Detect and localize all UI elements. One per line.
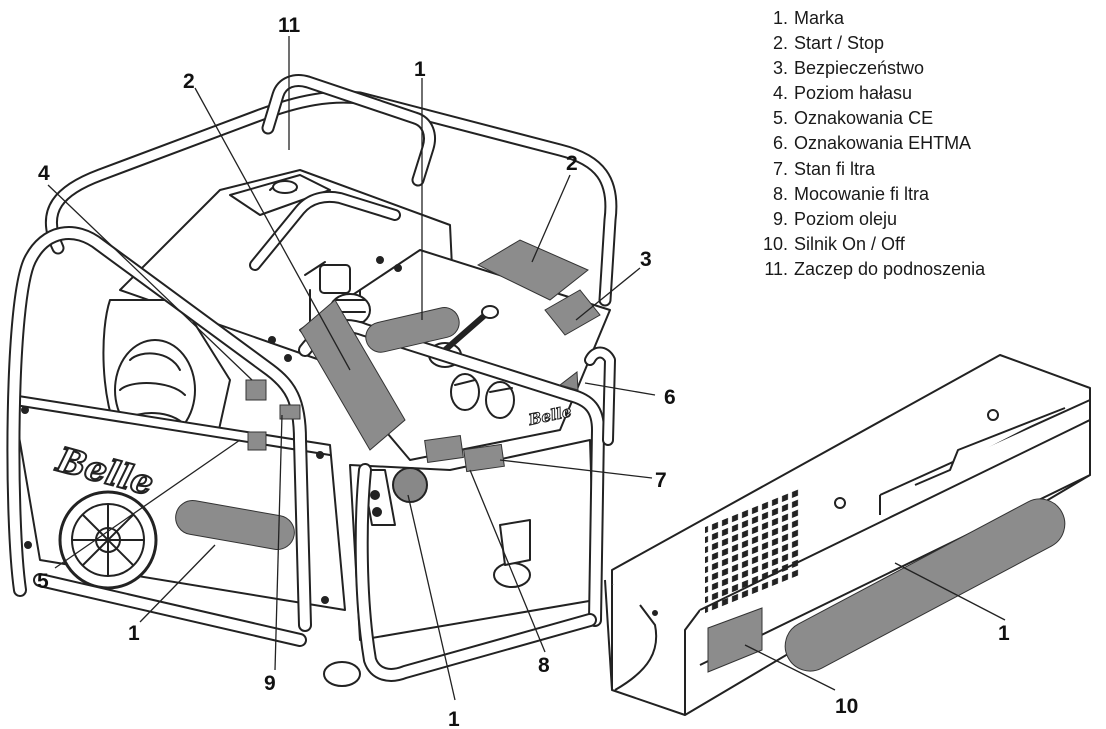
legend-item: 3.Bezpieczeństwo bbox=[772, 58, 925, 79]
callout-11: 11 bbox=[278, 14, 301, 37]
leader-lines bbox=[47, 36, 1006, 701]
ce-label-patch bbox=[247, 431, 267, 451]
legend-item: 5.Oznakowania CE bbox=[772, 108, 934, 129]
legend-item: 10.Silnik On / Off bbox=[762, 233, 905, 254]
label-patches bbox=[175, 239, 601, 550]
legend-item: 7.Stan fi ltra bbox=[772, 158, 876, 179]
callout-4: 4 bbox=[38, 162, 50, 185]
start-stop-label-patch-2 bbox=[476, 239, 589, 301]
callout-8: 8 bbox=[538, 654, 550, 677]
callout-5: 5 bbox=[37, 570, 49, 593]
brand-label-patch-frame bbox=[175, 500, 295, 550]
callout-6: 6 bbox=[664, 386, 676, 409]
engine-cover-patches bbox=[707, 498, 1066, 673]
callout-3: 3 bbox=[640, 248, 652, 271]
callout-numbers: 11 2 1 4 2 3 6 7 5 1 9 8 1 1 10 bbox=[37, 14, 1010, 729]
callout-1-bottom: 1 bbox=[448, 708, 460, 729]
callout-2-top: 2 bbox=[183, 70, 195, 93]
callout-9: 9 bbox=[264, 672, 276, 695]
start-stop-label-patch bbox=[299, 299, 406, 451]
engine-onoff-label-patch bbox=[707, 607, 763, 673]
ehtma-label-patch bbox=[558, 371, 579, 391]
legend-item: 9.Poziom oleju bbox=[772, 208, 898, 229]
engine-cover-illustration bbox=[604, 354, 1091, 716]
legend-item: 6.Oznakowania EHTMA bbox=[772, 133, 972, 154]
legend-item: 11.Zaczep do podnoszenia bbox=[764, 258, 986, 279]
cooling-grille bbox=[705, 486, 800, 614]
legend-item: 8.Mocowanie fi ltra bbox=[772, 183, 930, 204]
oil-level-label-patch bbox=[279, 404, 301, 420]
callout-2-right: 2 bbox=[566, 152, 578, 175]
noise-label-patch bbox=[245, 379, 267, 401]
filter-mount-label-patch bbox=[424, 435, 464, 463]
parts-legend: 1.Marka 2.Start / Stop 3.Bezpieczeństwo … bbox=[754, 8, 985, 284]
legend-item: 4.Poziom hałasu bbox=[772, 83, 913, 104]
brand-label-patch-cover bbox=[784, 498, 1066, 672]
callout-1-top: 1 bbox=[414, 58, 426, 81]
filter-status-label-patch bbox=[463, 443, 505, 473]
brand-label-patch bbox=[365, 307, 460, 353]
callout-10: 10 bbox=[835, 695, 858, 718]
callout-7: 7 bbox=[655, 469, 667, 492]
callout-1-cover: 1 bbox=[998, 622, 1010, 645]
legend-item: 2.Start / Stop bbox=[772, 33, 885, 54]
safety-label-patch bbox=[544, 289, 601, 336]
legend-item: 1.Marka bbox=[772, 8, 845, 28]
callout-1-frame: 1 bbox=[128, 622, 140, 645]
